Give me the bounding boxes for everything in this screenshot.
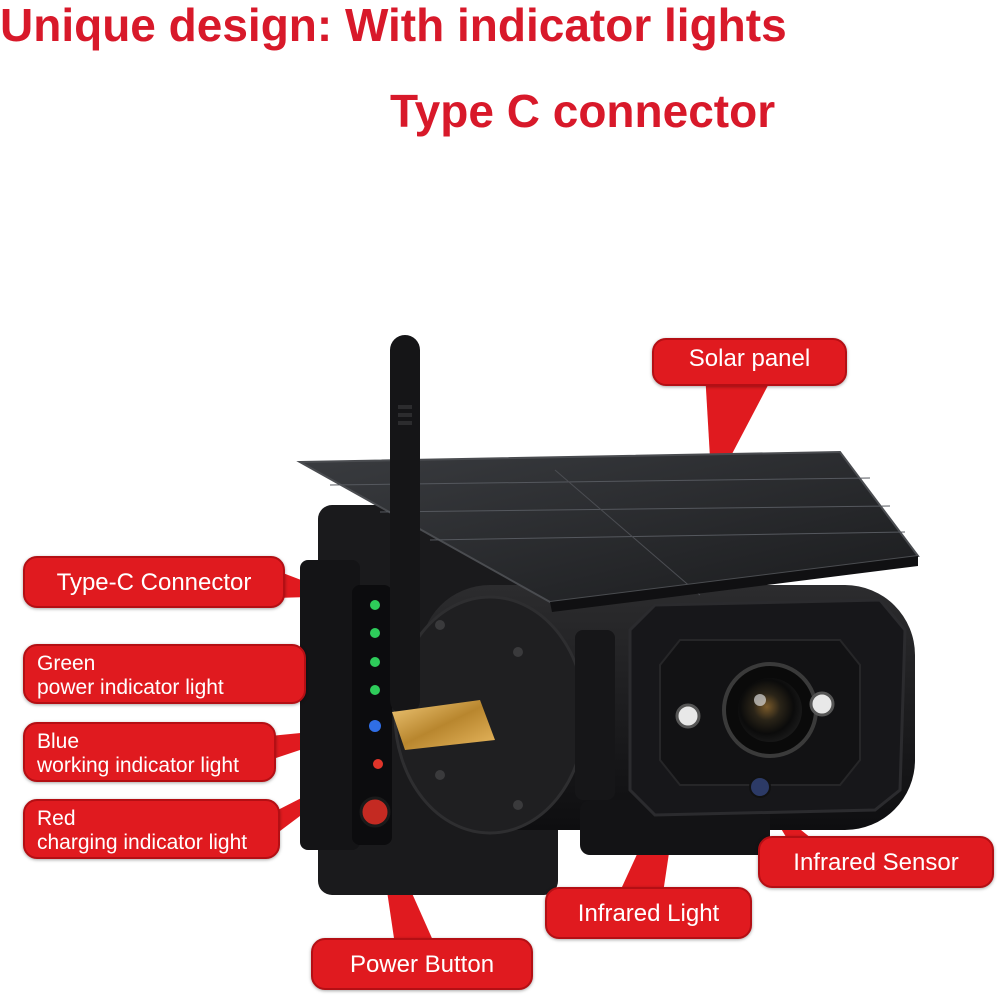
callout-solar-panel-label: Solar panel [688,345,811,372]
callout-infrared-sensor: Infrared Sensor [758,836,994,888]
indicator-lights [359,600,391,828]
green-led-3 [370,657,380,667]
infrared-light-left [675,703,701,729]
callout-power-button: Power Button [311,938,533,990]
antenna [390,335,495,750]
infrared-light-right [809,691,835,717]
antenna-gold-connector [392,700,495,750]
headline-line-1: Unique design: With indicator lights [0,0,787,51]
callout-red-light: Red charging indicator light [23,799,280,859]
callout-blue-line1: Blue [37,730,80,753]
callout-power-button-label: Power Button [349,951,495,978]
solar-panel [296,450,920,612]
callout-green-line1: Green [37,652,96,675]
camera-lens [738,678,802,742]
red-led [373,759,383,769]
infrared-sensor [749,776,771,798]
callout-green-line2: power indicator light [37,676,224,699]
callout-infrared-sensor-label: Infrared Sensor [793,849,959,876]
headline-line-2: Type C connector [390,85,776,137]
callout-type-c-connector: Type-C Connector [23,556,285,608]
callout-infrared-light: Infrared Light [545,887,752,939]
callout-green-light: Green power indicator light [23,644,306,704]
green-led-4 [370,685,380,695]
callout-red-line2: charging indicator light [37,831,248,854]
callout-red-line1: Red [37,807,76,830]
callout-infrared-light-label: Infrared Light [577,900,720,927]
callout-blue-line2: working indicator light [37,754,239,777]
callout-solar-panel: Solar panel [652,338,847,386]
green-led-2 [370,628,380,638]
blue-led [369,720,381,732]
callout-blue-light: Blue working indicator light [23,722,276,782]
green-led-1 [370,600,380,610]
callout-type-c-label: Type-C Connector [56,569,252,596]
power-button-icon [359,796,391,828]
